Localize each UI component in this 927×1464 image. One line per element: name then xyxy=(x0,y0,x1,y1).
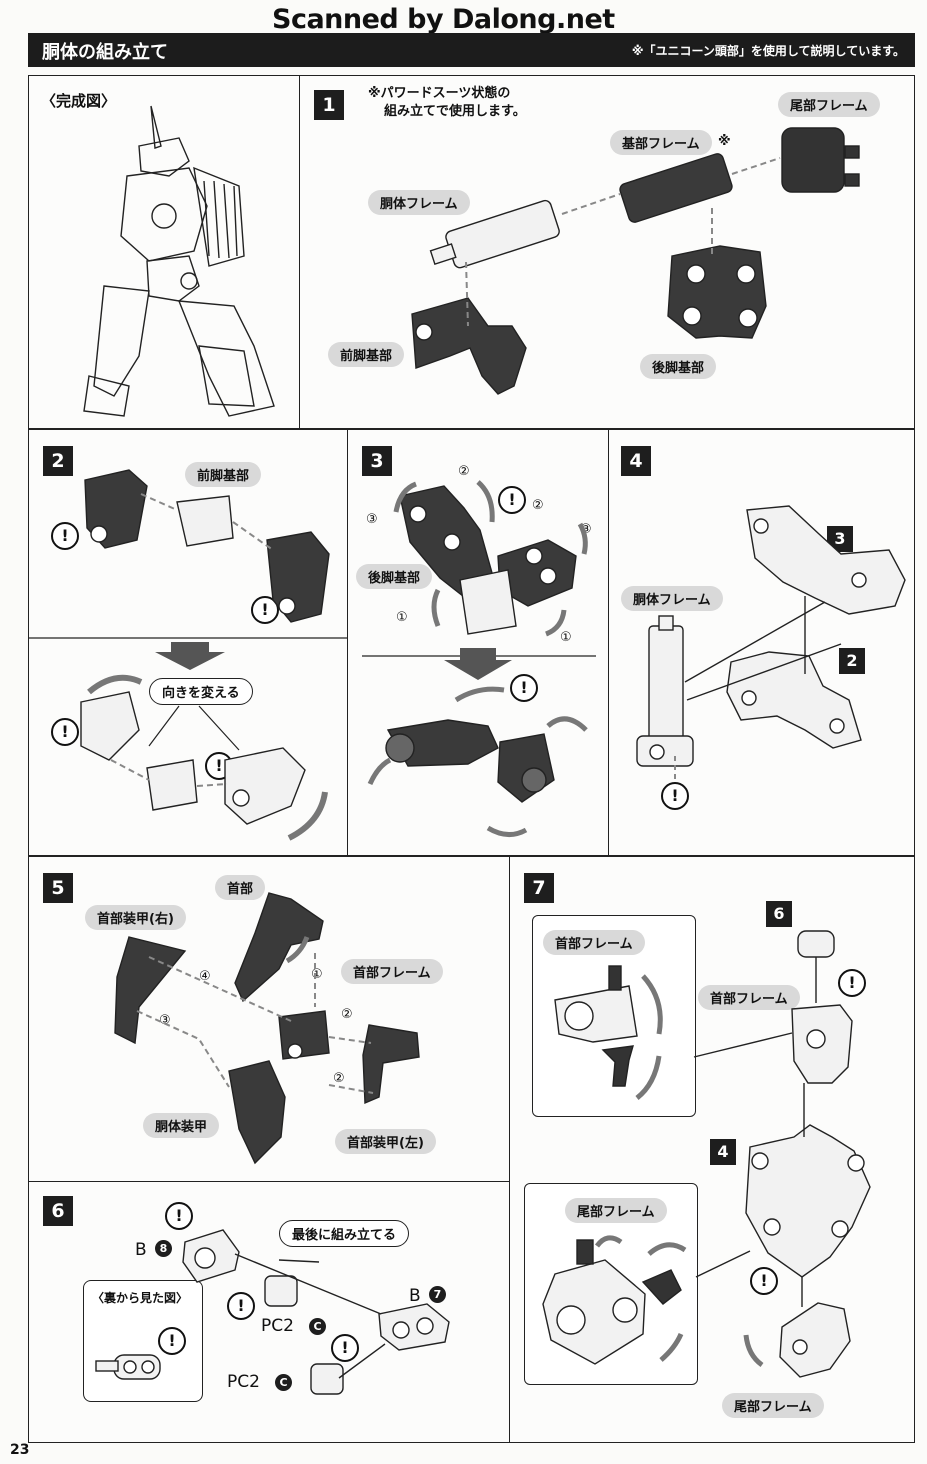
step-3-panel: 3 後脚基部 ② ③ ② ③ ① ① ! ! xyxy=(347,429,609,856)
label-base-frame: 基部フレーム xyxy=(610,130,712,155)
neck-frame-inset: 首部フレーム xyxy=(532,915,696,1117)
part-b-number: 8 xyxy=(155,1240,172,1257)
step-order-2: ② xyxy=(458,464,470,479)
label-front-leg-base: 前脚基部 xyxy=(328,342,405,367)
step-2-panel: 2 前脚基部 向きを変える ! ! ! ! xyxy=(28,429,348,856)
caution-icon: ! xyxy=(661,782,689,810)
label-tail-frame-inset: 尾部フレーム xyxy=(565,1198,667,1223)
asterisk-mark: ※ xyxy=(718,134,731,149)
back-view-inset: 〈裏から見た図〉 ! xyxy=(83,1280,203,1402)
section-header: 胴体の組み立て ※「ユニコーン頭部」を使用して説明しています。 xyxy=(28,33,915,67)
step-number: 6 xyxy=(43,1196,73,1226)
step-order-2: ② xyxy=(532,498,544,513)
caution-icon: ! xyxy=(227,1292,255,1320)
step-order-1: ① xyxy=(396,610,408,625)
step-number: 5 xyxy=(43,873,73,903)
step-number: 2 xyxy=(43,446,73,476)
caution-icon: ! xyxy=(331,1334,359,1362)
caution-icon: ! xyxy=(165,1202,193,1230)
part-pc2-runner: C xyxy=(275,1374,292,1391)
step-4-panel: 4 胴体フレーム 3 2 ! xyxy=(608,429,915,856)
label-neck-frame: 首部フレーム xyxy=(341,959,443,984)
label-front-leg-base: 前脚基部 xyxy=(185,462,262,487)
complete-figure-illustration xyxy=(83,105,275,417)
label-neck-frame-inset: 首部フレーム xyxy=(543,930,645,955)
caution-icon: ! xyxy=(750,1267,778,1295)
step-4-illustration xyxy=(636,505,906,780)
section-title: 胴体の組み立て xyxy=(42,42,168,63)
label-torso-frame: 胴体フレーム xyxy=(368,190,470,215)
step-note-line1: ※パワードスーツ状態の xyxy=(368,86,511,101)
step-order-3: ③ xyxy=(580,522,592,537)
part-pc2-label: PC2 xyxy=(227,1372,260,1392)
part-b-label: B xyxy=(409,1286,421,1306)
caution-icon: ! xyxy=(158,1327,186,1355)
label-torso-frame: 胴体フレーム xyxy=(621,586,723,611)
step-order-1: ① xyxy=(560,630,572,645)
part-b-label: B xyxy=(135,1240,147,1260)
label-last-assemble: 最後に組み立てる xyxy=(279,1220,410,1247)
caution-icon: ! xyxy=(51,718,79,746)
section-note: ※「ユニコーン頭部」を使用して説明しています。 xyxy=(631,44,905,58)
ref-step-4: 4 xyxy=(710,1139,736,1165)
label-neck-armor-right: 首部装甲(右) xyxy=(85,905,186,930)
neck-frame-detail xyxy=(554,965,663,1100)
tail-frame-inset: 尾部フレーム xyxy=(524,1183,698,1385)
step-order-4: ④ xyxy=(199,969,211,984)
label-tail-frame: 尾部フレーム xyxy=(722,1393,824,1418)
step-3-illustration xyxy=(362,480,596,837)
caution-icon: ! xyxy=(838,969,866,997)
step-order-3: ③ xyxy=(366,512,378,527)
part-pc2-runner: C xyxy=(309,1318,326,1335)
tail-frame-detail xyxy=(542,1235,687,1365)
step-number: 1 xyxy=(314,90,344,120)
caution-icon: ! xyxy=(510,674,538,702)
step-5-panel: 5 首部 首部装甲(右) 首部フレーム 胴体装甲 首部装甲(左) ④ ① ② ③… xyxy=(28,856,510,1182)
ref-step-6: 6 xyxy=(766,901,792,927)
back-view-title: 〈裏から見た図〉 xyxy=(92,1291,189,1305)
back-view-part xyxy=(95,1354,161,1380)
step-6-panel: 6 最後に組み立てる ! ! ! B 8 B 7 PC2 C PC2 C 〈裏か… xyxy=(28,1181,510,1443)
caution-icon: ! xyxy=(498,486,526,514)
part-b-number: 7 xyxy=(429,1286,446,1303)
label-neck-armor-left: 首部装甲(左) xyxy=(335,1129,436,1154)
label-change-direction: 向きを変える xyxy=(149,678,253,705)
label-neck: 首部 xyxy=(215,875,266,900)
watermark: Scanned by Dalong.net xyxy=(272,4,615,35)
step-number: 3 xyxy=(362,446,392,476)
step-5-illustration xyxy=(114,892,420,1165)
label-rear-leg-base: 後脚基部 xyxy=(640,354,717,379)
step-number: 4 xyxy=(621,446,651,476)
complete-figure-title: 〈完成図〉 xyxy=(41,92,117,110)
step-order-3: ③ xyxy=(159,1013,171,1028)
ref-step-2: 2 xyxy=(839,648,865,674)
step-7-illustration xyxy=(693,930,871,1378)
step-1-illustration xyxy=(411,127,860,395)
step-number: 7 xyxy=(524,873,554,903)
label-tail-frame: 尾部フレーム xyxy=(778,92,880,117)
label-neck-frame: 首部フレーム xyxy=(698,985,800,1010)
part-pc2-label: PC2 xyxy=(261,1316,294,1336)
step-order-2: ② xyxy=(333,1071,345,1086)
label-rear-leg-base: 後脚基部 xyxy=(356,564,433,589)
complete-figure-panel: 〈完成図〉 xyxy=(28,75,300,429)
step-order-2: ② xyxy=(341,1007,353,1022)
step-6-illustration xyxy=(182,1229,450,1395)
caution-icon: ! xyxy=(51,522,79,550)
step-7-panel: 7 6 4 首部フレーム 尾部フレーム ! ! 首部フレーム 尾部フレーム xyxy=(509,856,915,1443)
step-1-panel: 1 ※パワードスーツ状態の 組み立てで使用します。 尾部フレーム 基部フレーム … xyxy=(299,75,915,429)
step-note-line2: 組み立てで使用します。 xyxy=(384,104,526,119)
step-2-illustration xyxy=(29,469,347,841)
step-order-1: ① xyxy=(311,967,323,982)
label-torso-armor: 胴体装甲 xyxy=(143,1113,220,1138)
page-number: 23 xyxy=(10,1442,30,1458)
